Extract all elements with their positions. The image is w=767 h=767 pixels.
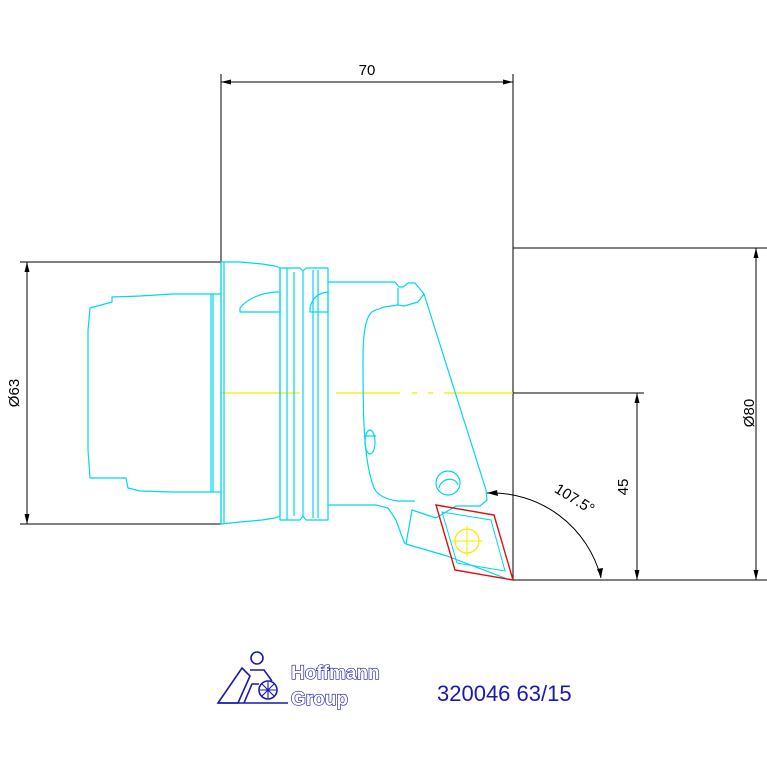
dimension-lines — [20, 74, 767, 581]
hoffmann-group-logo-icon — [216, 651, 288, 704]
dimension-outer-diameter-label: Ø80 — [741, 399, 758, 427]
part-number: 320046 63/15 — [437, 681, 572, 706]
brand-name-line2: Group — [291, 689, 348, 710]
dimension-length-label: 70 — [359, 62, 376, 79]
dimension-shank-diameter-label: Ø63 — [6, 379, 23, 407]
dimension-height-label: 45 — [615, 479, 632, 496]
brand-name-line1: Hoffmann — [291, 663, 380, 684]
dimension-angle-label: 107.5° — [551, 480, 597, 517]
tool-holder-outline — [87, 261, 511, 581]
cutting-insert — [435, 504, 514, 581]
